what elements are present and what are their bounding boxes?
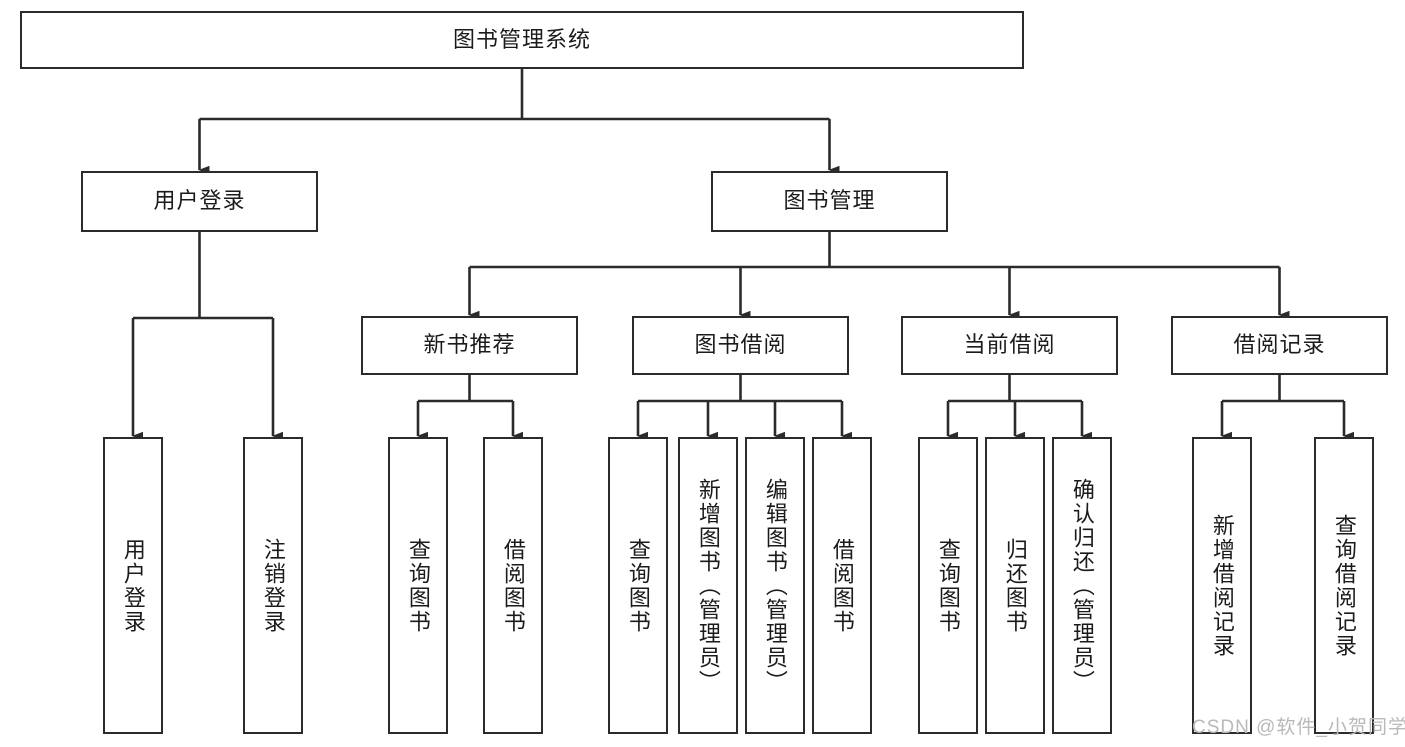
node-label: 借阅图书 — [500, 537, 526, 634]
node-leaf-query-record[interactable]: 查询借阅记录 — [1314, 437, 1374, 734]
node-label: 查询图书 — [625, 537, 651, 634]
node-label: 图书管理 — [783, 188, 876, 214]
node-leaf-return-book[interactable]: 归还图书 — [985, 437, 1045, 734]
node-leaf-query-book-1[interactable]: 查询图书 — [388, 437, 448, 734]
node-current-borrow[interactable]: 当前借阅 — [901, 316, 1118, 375]
node-label: 查询图书 — [935, 537, 961, 634]
node-book-management[interactable]: 图书管理 — [711, 171, 948, 232]
node-leaf-borrow-book-2[interactable]: 借阅图书 — [812, 437, 872, 734]
node-leaf-confirm-return[interactable]: 确认归还（管理员） — [1052, 437, 1112, 734]
node-book-borrow[interactable]: 图书借阅 — [632, 316, 849, 375]
node-label: 借阅图书 — [829, 537, 855, 634]
node-label: 借阅记录 — [1233, 332, 1326, 358]
node-leaf-user-login[interactable]: 用户登录 — [103, 437, 163, 734]
node-leaf-add-book[interactable]: 新增图书（管理员） — [678, 437, 738, 734]
node-label: 注销登录 — [260, 537, 286, 634]
node-leaf-add-record[interactable]: 新增借阅记录 — [1192, 437, 1252, 734]
node-label: 归还图书 — [1002, 537, 1028, 634]
node-borrow-records[interactable]: 借阅记录 — [1171, 316, 1388, 375]
node-label: 图书借阅 — [694, 332, 787, 358]
node-label: 查询图书 — [405, 537, 431, 634]
node-label: 用户登录 — [153, 188, 246, 214]
node-leaf-edit-book[interactable]: 编辑图书（管理员） — [745, 437, 805, 734]
csdn-watermark: CSDN @软件_小贺同学 — [1192, 717, 1405, 738]
node-label: 当前借阅 — [963, 332, 1056, 358]
node-leaf-query-book-2[interactable]: 查询图书 — [608, 437, 668, 734]
node-label: 图书管理系统 — [452, 26, 591, 52]
node-leaf-borrow-book-1[interactable]: 借阅图书 — [483, 437, 543, 734]
node-label: 编辑图书（管理员） — [762, 477, 788, 694]
node-label: 新增借阅记录 — [1209, 513, 1235, 658]
node-new-book-recommend[interactable]: 新书推荐 — [361, 316, 578, 375]
node-label: 用户登录 — [120, 537, 146, 634]
node-label: 新书推荐 — [423, 332, 516, 358]
node-user-login[interactable]: 用户登录 — [81, 171, 318, 232]
node-label: 查询借阅记录 — [1331, 513, 1357, 658]
node-label: 新增图书（管理员） — [695, 477, 721, 694]
node-leaf-query-book-3[interactable]: 查询图书 — [918, 437, 978, 734]
node-root[interactable]: 图书管理系统 — [20, 11, 1024, 69]
node-label: 确认归还（管理员） — [1069, 477, 1095, 694]
node-leaf-logout[interactable]: 注销登录 — [243, 437, 303, 734]
